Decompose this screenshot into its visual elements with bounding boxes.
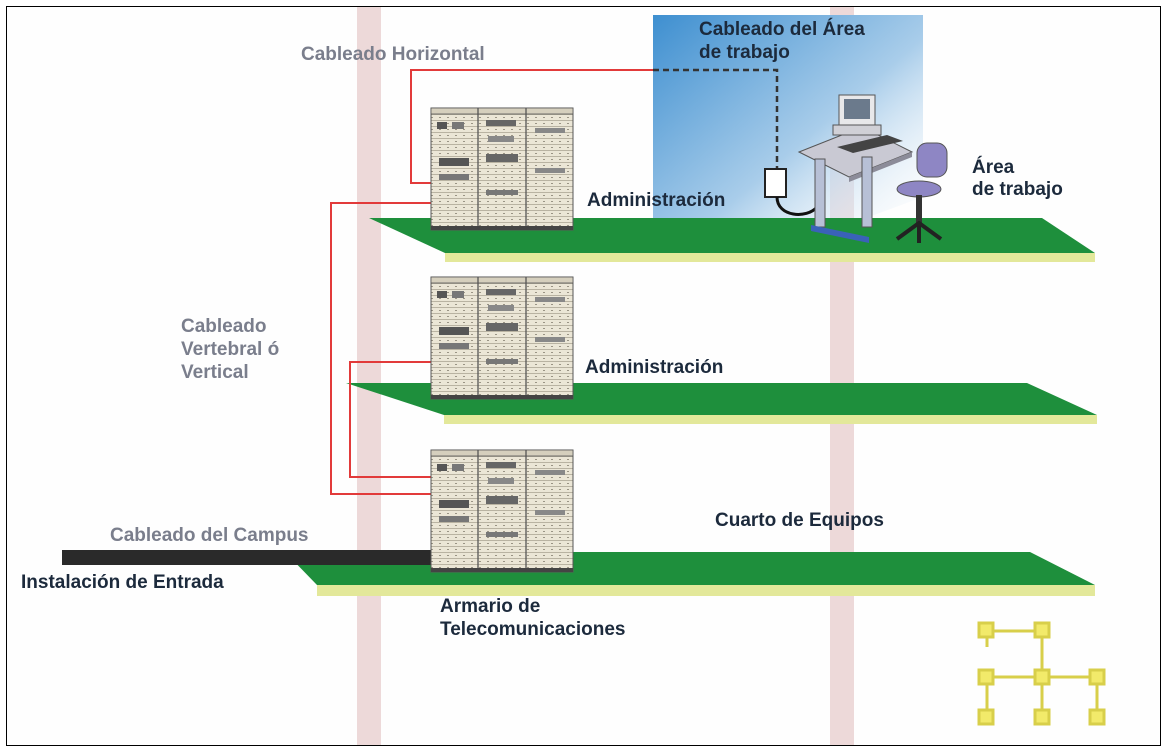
wall-outlet bbox=[764, 168, 787, 198]
label-campus-cabling: Cableado del Campus bbox=[110, 525, 309, 546]
label-work-area-cabling-1: Cableado del Área bbox=[699, 19, 865, 40]
label-administration-top: Administración bbox=[587, 190, 726, 211]
label-work-area-cabling-2: de trabajo bbox=[699, 42, 790, 63]
topology-logo bbox=[977, 621, 1106, 726]
cabling-red bbox=[330, 69, 653, 495]
label-backbone-1: Cableado bbox=[181, 316, 267, 337]
label-telecom-closet-2: Telecomunicaciones bbox=[440, 619, 626, 640]
building-column-left bbox=[357, 7, 381, 745]
work-area-cable bbox=[653, 68, 779, 169]
label-work-area-2: de trabajo bbox=[972, 179, 1063, 200]
label-horizontal-cabling: Cableado Horizontal bbox=[301, 44, 485, 65]
rack-middle bbox=[430, 276, 574, 400]
rack-top bbox=[430, 107, 574, 231]
label-equipment-room: Cuarto de Equipos bbox=[715, 510, 884, 531]
label-work-area-1: Área bbox=[972, 157, 1015, 178]
work-area-backdrop bbox=[653, 15, 923, 247]
label-administration-middle: Administración bbox=[585, 357, 724, 378]
label-backbone-3: Vertical bbox=[181, 362, 249, 383]
patch-cord bbox=[775, 196, 819, 216]
workstation bbox=[797, 94, 914, 243]
diagram-frame: Cableado Horizontal Cableado del Área de… bbox=[6, 6, 1161, 746]
campus-cable bbox=[62, 550, 438, 565]
label-entrance-facility: Instalación de Entrada bbox=[21, 572, 224, 593]
structured-cabling-diagram bbox=[62, 7, 1106, 745]
label-telecom-closet-1: Armario de bbox=[440, 596, 541, 617]
label-backbone-2: Vertebral ó bbox=[181, 339, 280, 360]
office-chair bbox=[895, 142, 948, 243]
rack-bottom bbox=[430, 449, 574, 573]
